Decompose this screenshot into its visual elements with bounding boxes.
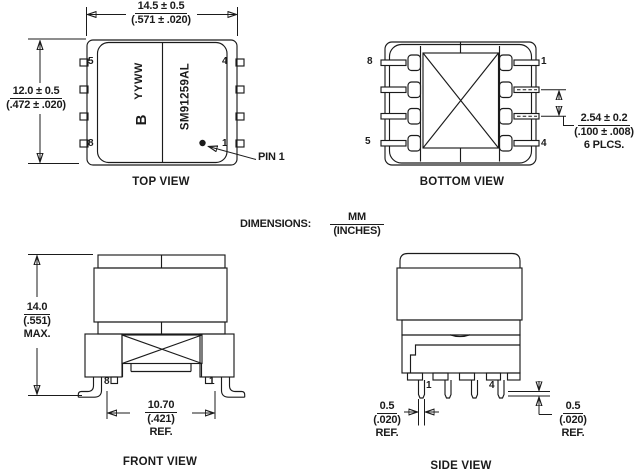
standoff-note: REF.: [561, 426, 585, 439]
bottom-view-body-inner: [388, 43, 533, 164]
front-view-leads: [77, 376, 246, 398]
lead-span-note: REF.: [149, 425, 173, 438]
side-view-pin4-label: 4: [489, 380, 495, 391]
side-view-drawing: [396, 252, 552, 426]
lead-thickness-dim: [404, 399, 439, 426]
lead-span-mm: 10.70: [144, 399, 178, 413]
front-view-pin8-label: 8: [104, 376, 110, 387]
overall-height-dim: [28, 254, 93, 396]
bottom-view-pins: [380, 59, 540, 147]
front-view-left-flange: [84, 333, 123, 378]
pin-pitch-in: (.100 ± .008): [574, 126, 634, 138]
pin-pitch-dim: [541, 89, 574, 126]
top-view-pin1-label: 1: [222, 138, 228, 149]
top-view-body-outline: [86, 39, 238, 166]
overall-height-note: MAX.: [23, 327, 51, 340]
part-number-marking: SM91259AL: [179, 62, 191, 131]
lead-thickness-note: REF.: [375, 426, 399, 439]
body-height-dimension: 12.0 ± 0.5 (.472 ± .020): [2, 85, 70, 112]
lead-thickness-mm: 0.5: [376, 400, 398, 414]
body-height-in: (.472 ± .020): [6, 99, 66, 111]
top-view-width-dim: [86, 7, 238, 36]
top-view-pin8-label: 8: [88, 138, 94, 149]
top-view-height-dim: [28, 38, 86, 164]
units-inches: (INCHES): [333, 225, 381, 237]
bottom-view-body-outline: [384, 41, 537, 166]
lead-span-in: (.421): [147, 413, 175, 425]
side-view-core: [396, 267, 523, 321]
body-width-mm: 14.5 ± 0.5: [134, 0, 188, 14]
bottom-view-pin8-label: 8: [367, 56, 373, 67]
front-view-title: FRONT VIEW: [122, 456, 198, 468]
body-height-mm: 12.0 ± 0.5: [9, 85, 63, 99]
top-view-pin5-label: 5: [88, 56, 94, 67]
front-view-pin1-label: 1: [209, 376, 215, 387]
bottom-view-pin5-label: 5: [365, 136, 371, 147]
body-width-dimension: 14.5 ± 0.5 (.571 ± .020): [112, 0, 210, 27]
pin1-leader: [209, 147, 257, 160]
overall-height-dimension: 14.0 (.551) MAX.: [13, 301, 61, 340]
top-view-pin4-label: 4: [222, 56, 228, 67]
lead-span-dimension: 10.70 (.421) REF.: [121, 399, 201, 438]
bottom-view-pin1-label: 1: [541, 56, 547, 67]
standoff-dimension: 0.5 (.020) REF.: [551, 400, 595, 439]
pin-pitch-note: 6 PLCS.: [583, 138, 625, 151]
units-fraction: MM (INCHES): [330, 211, 384, 238]
body-width-in: (.571 ± .020): [131, 14, 191, 26]
bottom-view-pin4-label: 4: [541, 138, 547, 149]
front-view-bobbin-window: [121, 334, 203, 377]
pin-pitch-mm: 2.54 ± 0.2: [577, 112, 631, 126]
lead-span-dim: [106, 391, 216, 419]
top-view-drawing: [28, 7, 257, 166]
top-view-title: TOP VIEW: [132, 176, 190, 188]
side-view-title: SIDE VIEW: [430, 460, 492, 472]
bottom-view-title: BOTTOM VIEW: [419, 176, 505, 188]
pin-pitch-dimension: 2.54 ± 0.2 (.100 ± .008) 6 PLCS.: [565, 112, 640, 151]
bottom-view-bobbin-slots: [407, 54, 513, 152]
side-view-pin1-label: 1: [426, 380, 432, 391]
front-view-right-flange: [199, 333, 235, 378]
manufacturer-logo: B: [132, 114, 150, 126]
lead-thickness-dimension: 0.5 (.020) REF.: [366, 400, 408, 439]
side-view-standoffs: [406, 372, 521, 381]
pin1-dot: [199, 139, 206, 147]
overall-height-mm: 14.0: [23, 301, 51, 315]
side-view-pins: [417, 380, 505, 399]
lead-thickness-in: (.020): [373, 414, 401, 426]
date-code-marking: YYWW: [133, 62, 145, 100]
bottom-view-core-window: [422, 42, 500, 162]
front-view-core: [93, 267, 228, 323]
bottom-view-drawing: [380, 41, 574, 166]
standoff-in: (.020): [559, 414, 587, 426]
units-label: DIMENSIONS:: [240, 218, 312, 230]
standoff-mm: 0.5: [562, 400, 584, 414]
top-view-pin-stubs: [79, 58, 245, 148]
pin1-callout: PIN 1: [258, 151, 285, 163]
standoff-dim: [508, 381, 552, 415]
units-mm: MM: [330, 211, 384, 225]
overall-height-in: (.551): [23, 315, 51, 327]
front-view-drawing: [28, 254, 246, 419]
